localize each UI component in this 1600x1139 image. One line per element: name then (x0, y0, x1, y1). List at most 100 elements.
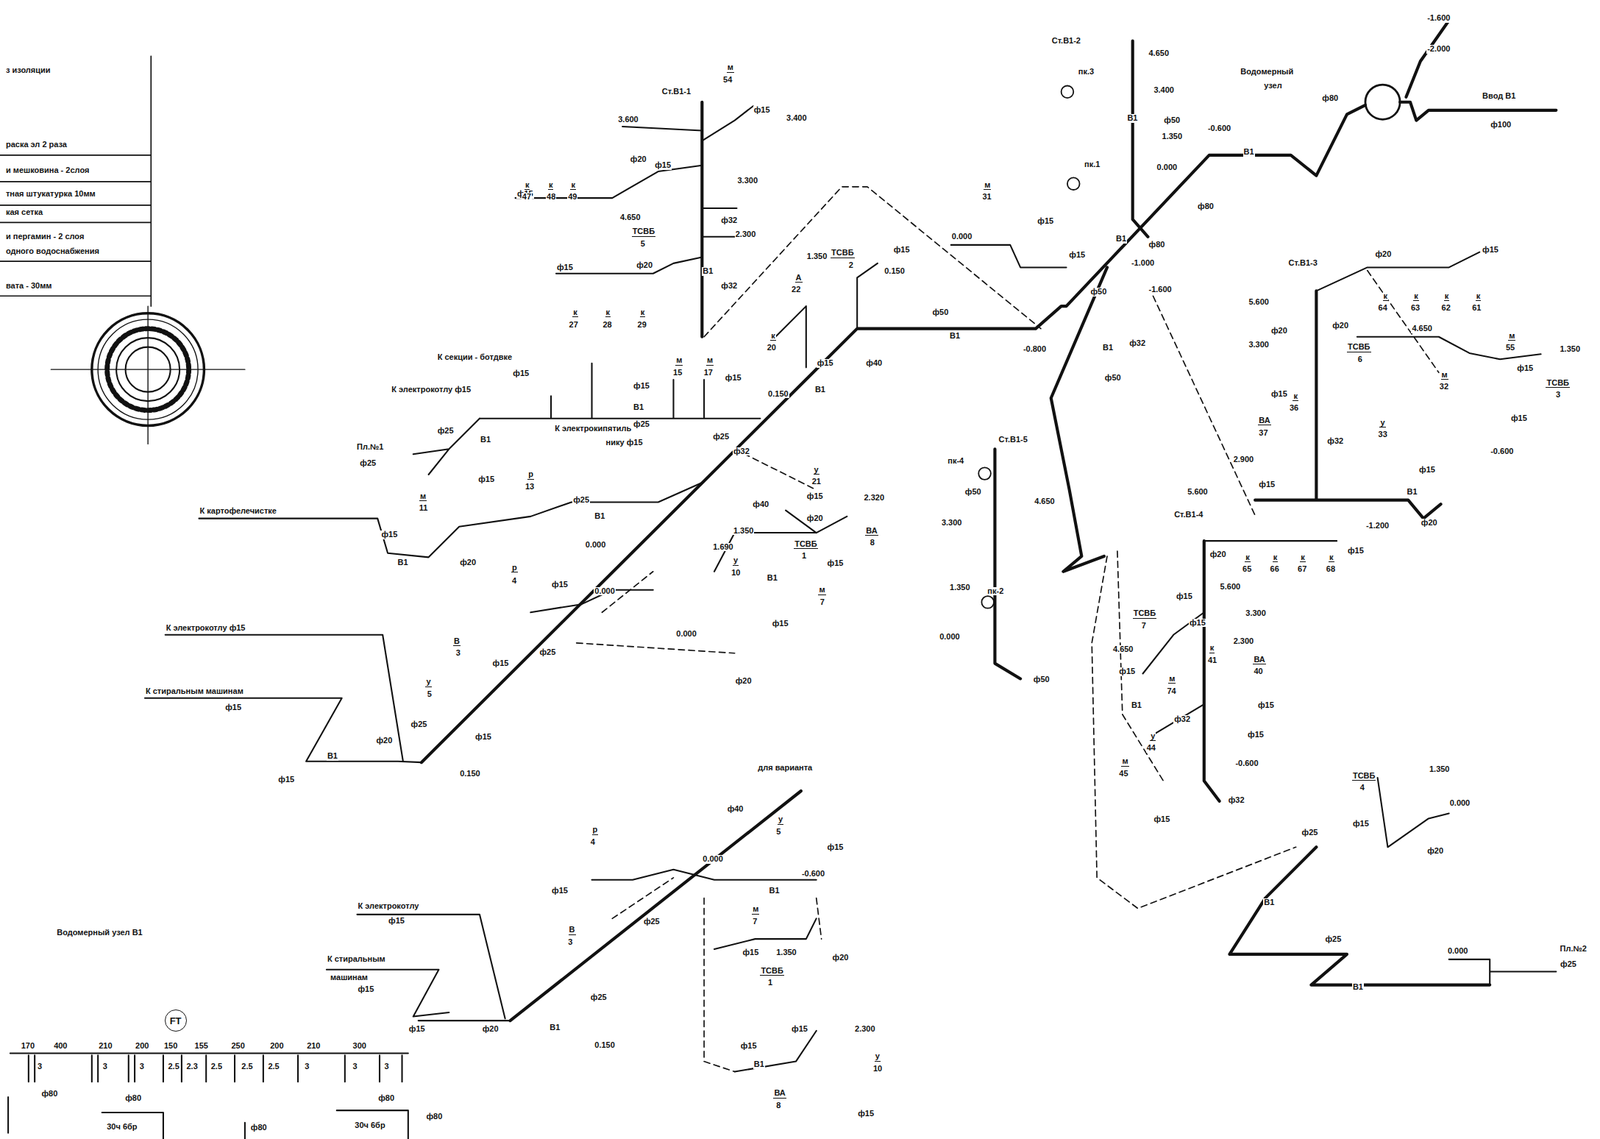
annotation-label: ф15 (816, 358, 835, 368)
insulation-section (50, 306, 245, 444)
annotation-label: 170 (20, 1041, 36, 1051)
annotation-label: ф15 (1516, 364, 1534, 373)
annotation-label: 2.300 (1232, 637, 1255, 646)
annotation-label: Пл.№1 (356, 442, 384, 452)
annotation-label: к (605, 308, 612, 318)
flow-meter-circle: FT (164, 1009, 187, 1032)
annotation-label: Ст.В1-3 (1288, 258, 1319, 268)
annotation-label: ВА (1257, 416, 1271, 426)
annotation-label: ф20 (375, 736, 393, 746)
annotation-label: Ввод В1 (1481, 91, 1517, 101)
annotation-label: 0.000 (1156, 163, 1179, 173)
annotation-label: 1 (801, 551, 807, 561)
annotation-label: ф40 (865, 358, 883, 368)
annotation-label: ф15 (753, 105, 771, 115)
annotation-label: -1.200 (1365, 521, 1390, 531)
annotation-label: ф15 (771, 619, 790, 629)
annotation-label: пк.1 (1083, 160, 1101, 170)
annotation-label: ф32 (732, 447, 751, 457)
annotation-label: ВА (865, 526, 878, 537)
annotation-label: К стиральным (326, 954, 387, 964)
annotation-label: А (795, 273, 803, 284)
annotation-label: 11 (418, 503, 429, 513)
annotation-label: 10 (730, 568, 741, 578)
annotation-label: 27 (568, 320, 579, 330)
annotation-label: к (1475, 292, 1482, 302)
annotation-label: ф15 (356, 985, 375, 994)
annotation-label: р (511, 563, 518, 574)
annotation-label: 15 (672, 368, 683, 378)
annotation-label: узел (1263, 81, 1283, 91)
annotation-label: ф15 (741, 948, 760, 958)
annotation-label: 32 (1438, 382, 1450, 392)
annotation-label: ф15 (1418, 465, 1436, 475)
annotation-label: -1.600 (1426, 13, 1451, 23)
annotation-label: у (425, 677, 432, 688)
annotation-label: 4.650 (1033, 497, 1056, 507)
annotation-label: В1 (632, 403, 645, 412)
annotation-label: 150 (163, 1041, 179, 1051)
annotation-label: ф32 (1326, 436, 1344, 446)
annotation-label: В1 (326, 751, 339, 761)
annotation-label: м (1168, 674, 1176, 685)
annotation-label: 210 (306, 1041, 321, 1051)
annotation-label: 10 (872, 1064, 883, 1074)
annotation-label: ТСВБ (793, 539, 819, 550)
annotation-label: ф20 (629, 155, 648, 165)
annotation-label: у (1149, 731, 1156, 742)
annotation-label: ф80 (377, 1093, 396, 1103)
annotation-label: Ст.В1-2 (1051, 36, 1082, 46)
annotation-label: ф32 (720, 281, 738, 291)
annotation-label: 4.650 (619, 213, 642, 223)
annotation-label: ф15 (857, 1109, 875, 1119)
annotation-label: ф40 (726, 804, 745, 814)
annotation-label: В1 (1130, 701, 1143, 710)
annotation-label: 2.320 (863, 493, 886, 503)
annotation-label: Водомерный (1239, 67, 1294, 77)
annotation-label: 1.350 (775, 948, 798, 958)
annotation-label: ф80 (124, 1093, 142, 1103)
annotation-label: ф20 (832, 953, 850, 963)
annotation-label: 37 (1257, 428, 1269, 438)
annotation-label: 20 (766, 343, 777, 353)
annotation-label: р (592, 825, 599, 835)
annotation-label: ф50 (1089, 287, 1108, 297)
annotation-label: 3 (1555, 390, 1562, 400)
annotation-label: ф32 (1128, 339, 1147, 348)
annotation-label: пк.3 (1077, 67, 1095, 77)
annotation-label: 67 (1296, 564, 1308, 574)
annotation-label: 31 (981, 192, 992, 202)
annotation-label: 5.600 (1247, 297, 1270, 307)
annotation-label: ф15 (653, 161, 672, 170)
annotation-label: 21 (811, 477, 822, 487)
annotation-label: ф15 (1270, 389, 1289, 399)
annotation-label: ф15 (1257, 480, 1276, 490)
annotation-label: ф20 (806, 514, 824, 524)
annotation-label: ф20 (734, 676, 753, 686)
main-pipe (421, 20, 1556, 1021)
annotation-label: 5.600 (1219, 582, 1242, 592)
annotation-label: ф15 (277, 775, 295, 785)
annotation-label: 0.000 (675, 629, 698, 639)
annotation-label: 66 (1269, 564, 1280, 574)
annotation-label: ТСВБ (1545, 378, 1570, 389)
annotation-label: 300 (352, 1041, 368, 1051)
annotation-label: ф40 (751, 500, 770, 510)
annotation-label: К электрокотлу (356, 901, 420, 911)
annotation-label: 0.000 (593, 587, 616, 596)
annotation-label: 8 (775, 1101, 782, 1111)
annotation-label: 1.350 (948, 583, 972, 593)
annotation-label: В1 (593, 512, 606, 521)
annotation-label: ф20 (481, 1024, 500, 1034)
annotation-label: у (874, 1051, 881, 1062)
annotation-label: 55 (1505, 343, 1516, 353)
annotation-label: з изоляции (5, 66, 52, 76)
annotation-label: ф50 (1032, 675, 1051, 685)
annotation-label: 1.350 (1428, 765, 1451, 774)
annotation-label: В1 (479, 435, 492, 445)
annotation-label: раска эл 2 раза (5, 140, 68, 150)
annotation-label: ф15 (1188, 618, 1207, 628)
annotation-label: 48 (545, 192, 557, 202)
annotation-label: 1.350 (732, 526, 755, 536)
annotation-label: ф15 (1175, 592, 1194, 602)
